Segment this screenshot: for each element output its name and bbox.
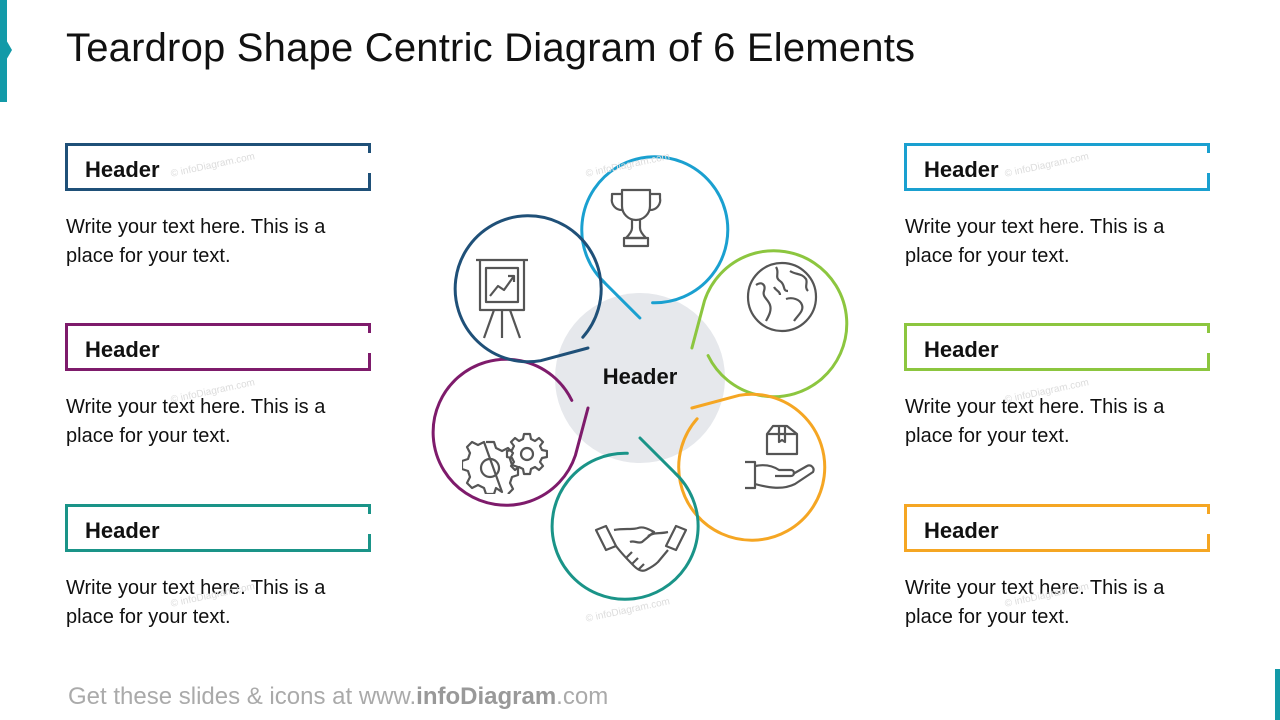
center-circle <box>555 293 725 463</box>
header-label: Header <box>85 337 160 362</box>
box-gap <box>1205 333 1211 353</box>
left-accent-tab <box>5 38 12 62</box>
box-gap <box>366 514 372 534</box>
text-right-2: Write your text here. This is a place fo… <box>905 396 1165 447</box>
header-box-right-2: Header <box>904 323 1211 371</box>
globe-icon <box>746 261 818 333</box>
footer-brand: infoDiagram <box>416 683 557 710</box>
header-box-right-3: Header <box>904 504 1211 552</box>
header-box-left-1: Header <box>65 143 372 191</box>
text-right-1: Write your text here. This is a place fo… <box>905 216 1165 267</box>
header-label: Header <box>924 337 999 362</box>
header-label: Header <box>85 518 160 543</box>
box-gap <box>1205 153 1211 173</box>
header-box-left-2: Header <box>65 323 372 371</box>
header-label: Header <box>85 157 160 182</box>
slide-title: Teardrop Shape Centric Diagram of 6 Elem… <box>66 26 916 70</box>
center-header-label: Header <box>602 364 678 389</box>
petal-top <box>580 155 730 320</box>
text-left-2: Write your text here. This is a place fo… <box>66 396 326 447</box>
footer-prefix: Get these slides & icons at www. <box>68 683 417 710</box>
text-right-3: Write your text here. This is a place fo… <box>905 577 1165 628</box>
gears-icon <box>462 432 548 494</box>
text-left-3: Write your text here. This is a place fo… <box>66 577 326 628</box>
handshake-icon <box>594 522 688 578</box>
footer-suffix: .com <box>556 683 609 710</box>
right-accent-bar <box>1275 669 1280 720</box>
header-label: Header <box>924 518 999 543</box>
petal-top-left <box>453 214 603 364</box>
text-left-1: Write your text here. This is a place fo… <box>66 216 326 267</box>
header-label: Header <box>924 157 999 182</box>
box-gap <box>366 333 372 353</box>
box-gap <box>1205 514 1211 534</box>
left-accent-bar <box>0 0 7 102</box>
trophy-icon <box>608 188 664 250</box>
footer-text: Get these slides & icons at www.infoDiag… <box>68 683 608 711</box>
petal-bottom <box>550 436 700 601</box>
header-box-left-3: Header <box>65 504 372 552</box>
box-in-hand-icon <box>743 422 817 492</box>
box-gap <box>366 153 372 173</box>
presentation-board-icon <box>474 258 530 340</box>
header-box-right-1: Header <box>904 143 1211 191</box>
